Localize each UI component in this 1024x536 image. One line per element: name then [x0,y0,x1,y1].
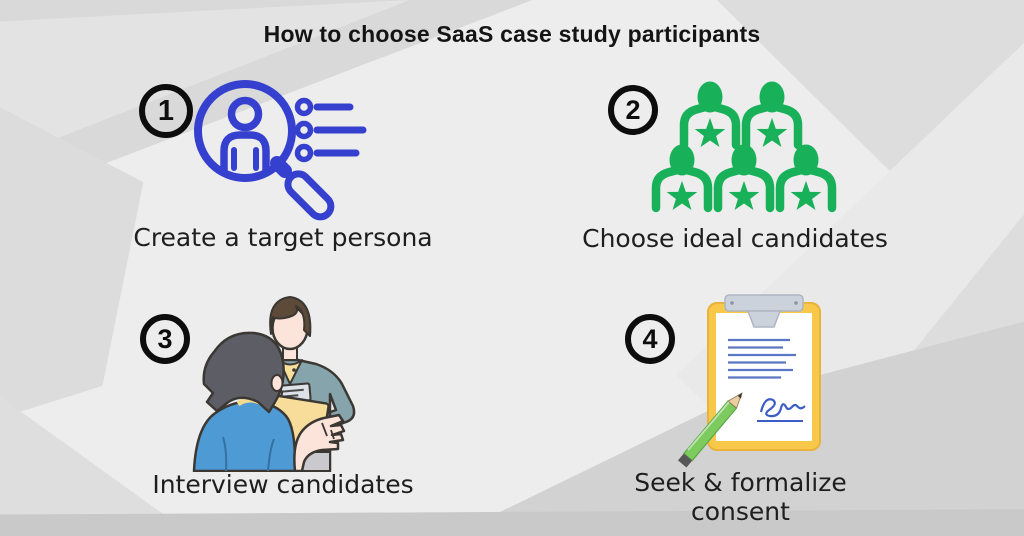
step-2-label: Choose ideal candidates [582,224,888,253]
magnifier-stub [270,156,292,178]
step-1-number-badge: 1 [139,84,193,138]
persona-head [227,96,263,132]
persona-search-svg [194,80,367,221]
step-3-number: 3 [157,323,173,354]
candidates-group-icon [640,72,860,242]
interviewee-shirt [192,399,297,473]
interviewee-raised-hand [293,413,346,473]
step-1-number: 1 [157,94,175,127]
step-2-number-badge: 2 [608,85,658,135]
consent-clipboard-svg [678,294,821,468]
shirt-crease [267,438,275,472]
interviewee-ear [270,374,284,392]
page-title: How to choose SaaS case study participan… [263,21,761,47]
step-3-label: Interview candidates [152,470,414,499]
magnifier-handle [284,170,335,221]
checklist-icon [294,97,367,163]
interviewer-hair [269,296,312,337]
consent-clipboard-icon [675,290,855,473]
step-4-label: Seek & formalize consent [634,468,847,526]
step-2-number: 2 [625,94,641,125]
candidates-group-svg [640,72,860,237]
interview-illustration [190,290,375,477]
signature-scribble [757,398,806,422]
step-4-number-badge: 4 [625,314,675,364]
step-1-label: Create a target persona [133,223,433,252]
pencil-icon [678,392,743,468]
interviewee-hair [202,331,285,414]
step-4-number: 4 [642,323,658,354]
candidate-back-row [684,82,798,147]
magnifier-lens [194,80,296,182]
document-text-lines [728,338,796,379]
persona-body [220,131,270,174]
shirt-crease [222,436,228,472]
interview-svg [192,296,356,473]
interviewee-figure [192,331,346,473]
finger-lines [321,422,335,440]
clipboard-clip [724,294,804,328]
step-3-number-badge: 3 [140,314,190,364]
candidate-front-row [656,145,832,210]
persona-search-icon [190,78,375,243]
collar-button [292,368,296,372]
